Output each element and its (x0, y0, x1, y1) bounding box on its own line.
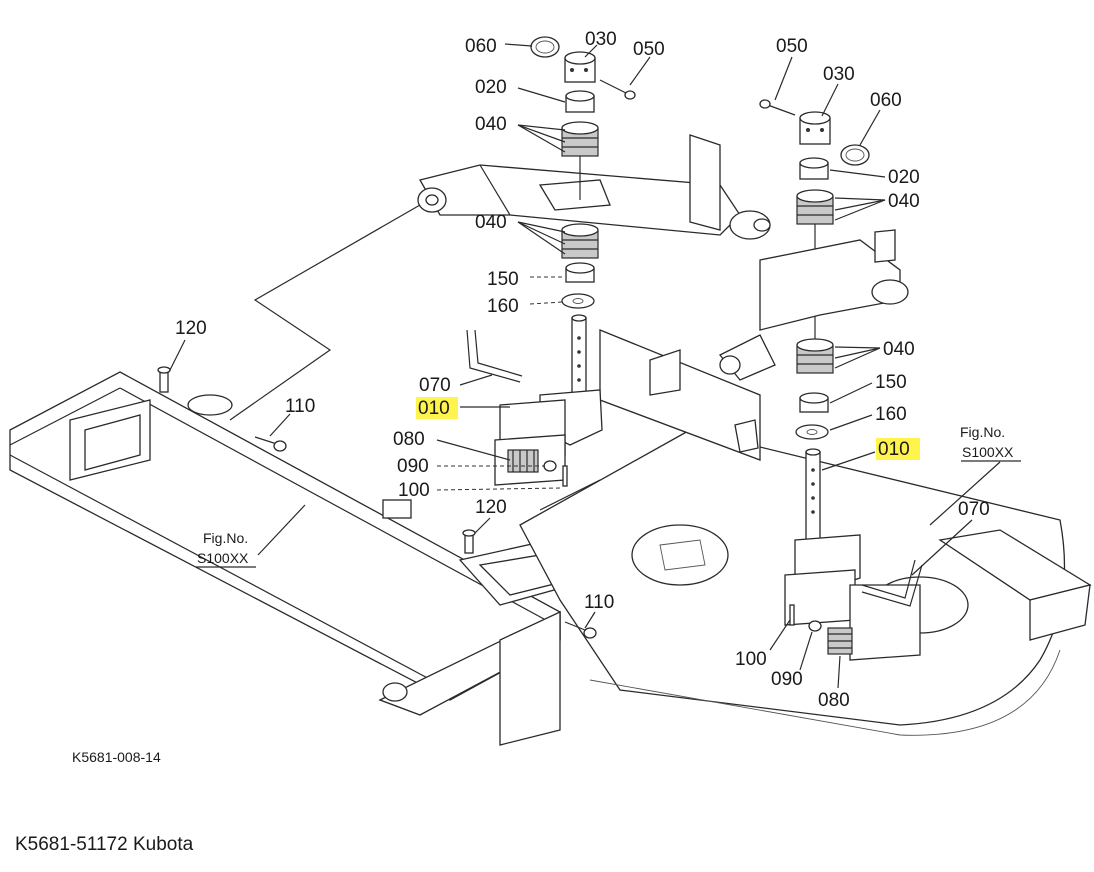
label-100-right: 100 (735, 649, 767, 670)
label-040-left-b: 040 (475, 212, 507, 233)
highlight-010-left (416, 397, 458, 419)
label-120-left-a: 120 (175, 318, 207, 339)
label-030-right: 030 (823, 64, 855, 85)
label-110-left-a: 110 (285, 396, 315, 417)
fig-ref-left-line2: S100XX (197, 550, 249, 566)
label-100-left: 100 (398, 480, 430, 501)
highlight-010-right (876, 438, 920, 460)
label-070-right: 070 (958, 499, 990, 520)
label-080-left: 080 (393, 429, 425, 450)
label-050-right: 050 (776, 36, 808, 57)
label-040-right-b: 040 (883, 339, 915, 360)
label-060-right: 060 (870, 90, 902, 111)
label-060-left: 060 (465, 36, 497, 57)
fig-ref-right-line1: Fig.No. (960, 424, 1005, 440)
diagram-caption: K5681-51172 Kubota (15, 834, 194, 855)
label-070-left: 070 (419, 375, 451, 396)
label-090-left: 090 (397, 456, 429, 477)
label-120-left-b: 120 (475, 497, 507, 518)
fig-ref-left-line1: Fig.No. (203, 530, 248, 546)
label-090-right: 090 (771, 669, 803, 690)
label-160-right: 160 (875, 404, 907, 425)
label-020-right: 020 (888, 167, 920, 188)
label-040-left-a: 040 (475, 114, 507, 135)
label-160-left: 160 (487, 296, 519, 317)
mower-deck (519, 329, 1092, 736)
label-150-right: 150 (875, 372, 907, 393)
drawing-code: K5681-008-14 (72, 749, 161, 765)
label-020-left: 020 (475, 77, 507, 98)
label-040-right-a: 040 (888, 191, 920, 212)
right-spindle-stack (718, 56, 1001, 689)
label-150-left: 150 (487, 269, 519, 290)
left-spindle-stack (157, 36, 651, 639)
label-080-right: 080 (818, 690, 850, 711)
label-050-left: 050 (633, 39, 665, 60)
label-030-left: 030 (585, 29, 617, 50)
label-110-left-b: 110 (584, 592, 614, 613)
fig-ref-right-line2: S100XX (962, 444, 1014, 460)
label-010-right: 010 (878, 439, 910, 460)
label-010-left: 010 (418, 398, 450, 419)
